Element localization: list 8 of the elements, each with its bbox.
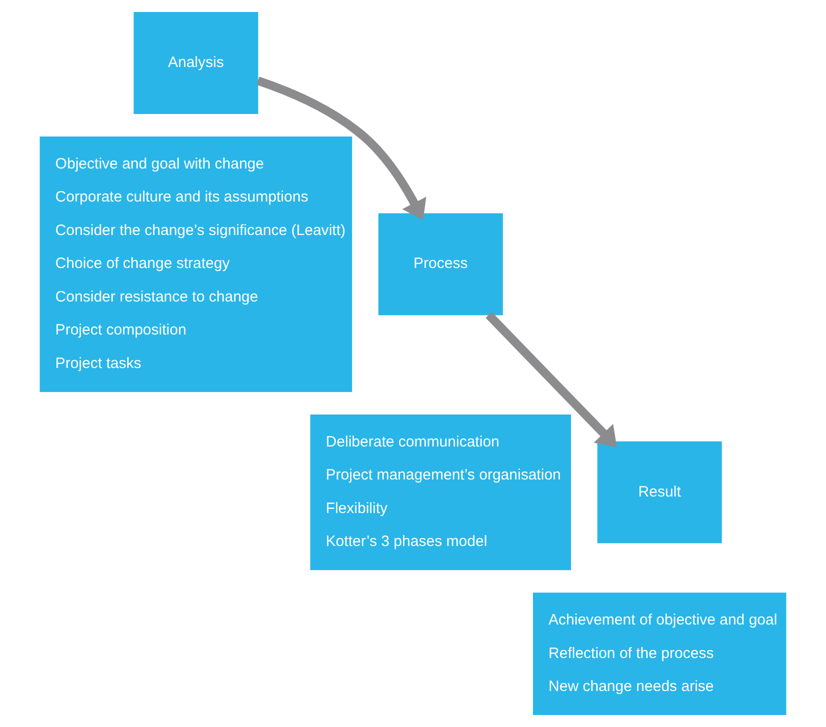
- arrow: [256, 76, 426, 220]
- arrow: [486, 312, 617, 448]
- node-box: Objective and goal with change Corporate culture and its assumptions Consider the change’s significance (Leavitt) Choice of change strategy Consider resistance to change Project composition Project tasks: [40, 136, 352, 392]
- node-box: Process: [378, 213, 503, 316]
- node-box: Analysis: [134, 12, 258, 114]
- node-box: Achievement of objective and goal Reflection of the process New change needs arise: [532, 592, 786, 715]
- node-box: Result: [597, 441, 722, 544]
- node-box: Deliberate communication Project management’s organisation Flexibility Kotter’s 3 phases model: [310, 414, 572, 570]
